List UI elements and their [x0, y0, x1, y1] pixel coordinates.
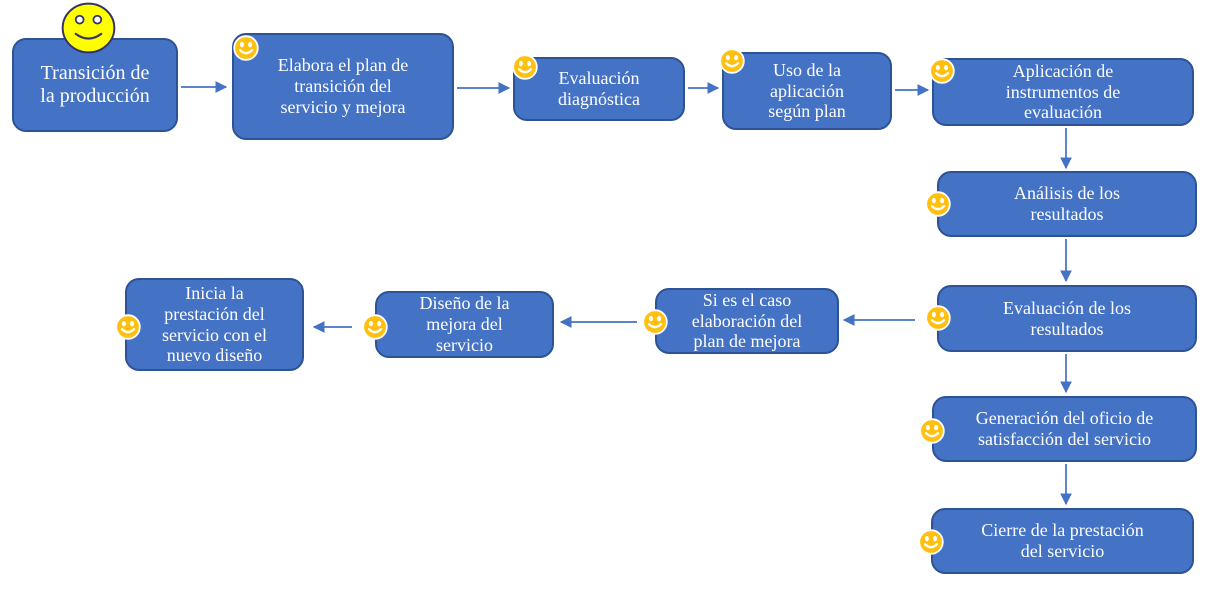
happy-face-icon	[925, 191, 951, 217]
happy-face-icon	[719, 48, 745, 74]
happy-face-icon	[512, 54, 538, 80]
flow-node-label: Si es el caso elaboración del plan de me…	[691, 289, 803, 352]
happy-face-icon	[233, 35, 259, 61]
happy-face-icon	[918, 529, 944, 555]
happy-face-icon	[919, 418, 945, 444]
happy-face-icon	[115, 314, 141, 340]
flow-node-label: Elabora el plan de transición del servic…	[277, 55, 409, 117]
flow-node-aplicacion-instrumentos-evaluacion: Aplicación de instrumentos de evaluación	[932, 58, 1194, 126]
happy-face-icon	[362, 314, 388, 340]
flow-node-evaluacion-resultados: Evaluación de los resultados	[937, 285, 1197, 352]
happy-face-icon	[929, 58, 955, 84]
flow-node-label: Aplicación de instrumentos de evaluación	[1005, 60, 1121, 123]
flow-node-label: Transición de la producción	[40, 61, 150, 107]
flow-node-transicion-de-la-produccion: Transición de la producción	[12, 38, 178, 132]
flow-node-generacion-oficio-satisfaccion: Generación del oficio de satisfacción de…	[932, 396, 1197, 462]
happy-face-icon	[925, 305, 951, 331]
flow-node-elaboracion-plan-mejora: Si es el caso elaboración del plan de me…	[655, 288, 839, 354]
flow-node-inicia-prestacion-nuevo-diseno: Inicia la prestación del servicio con el…	[125, 278, 304, 371]
flow-node-label: Cierre de la prestación del servicio	[981, 520, 1144, 561]
flow-node-label: Uso de la aplicación según plan	[768, 59, 846, 122]
flow-node-label: Generación del oficio de satisfacción de…	[975, 408, 1154, 449]
flow-node-uso-aplicacion-segun-plan: Uso de la aplicación según plan	[722, 52, 892, 130]
flow-node-diseno-mejora-servicio: Diseño de la mejora del servicio	[375, 291, 554, 358]
flow-node-label: Evaluación diagnóstica	[558, 68, 640, 109]
flow-node-label: Evaluación de los resultados	[1003, 297, 1131, 339]
flow-node-evaluacion-diagnostica: Evaluación diagnóstica	[513, 57, 685, 121]
flow-node-label: Análisis de los resultados	[1014, 183, 1120, 224]
flow-node-label: Inicia la prestación del servicio con el…	[162, 282, 267, 366]
happy-face-icon	[642, 309, 668, 335]
flow-node-cierre-prestacion-servicio: Cierre de la prestación del servicio	[931, 508, 1194, 574]
happy-face-start-icon	[61, 2, 116, 54]
flow-node-elabora-plan-transicion: Elabora el plan de transición del servic…	[232, 33, 454, 140]
flow-node-label: Diseño de la mejora del servicio	[419, 293, 510, 355]
flow-node-analisis-resultados: Análisis de los resultados	[937, 171, 1197, 237]
